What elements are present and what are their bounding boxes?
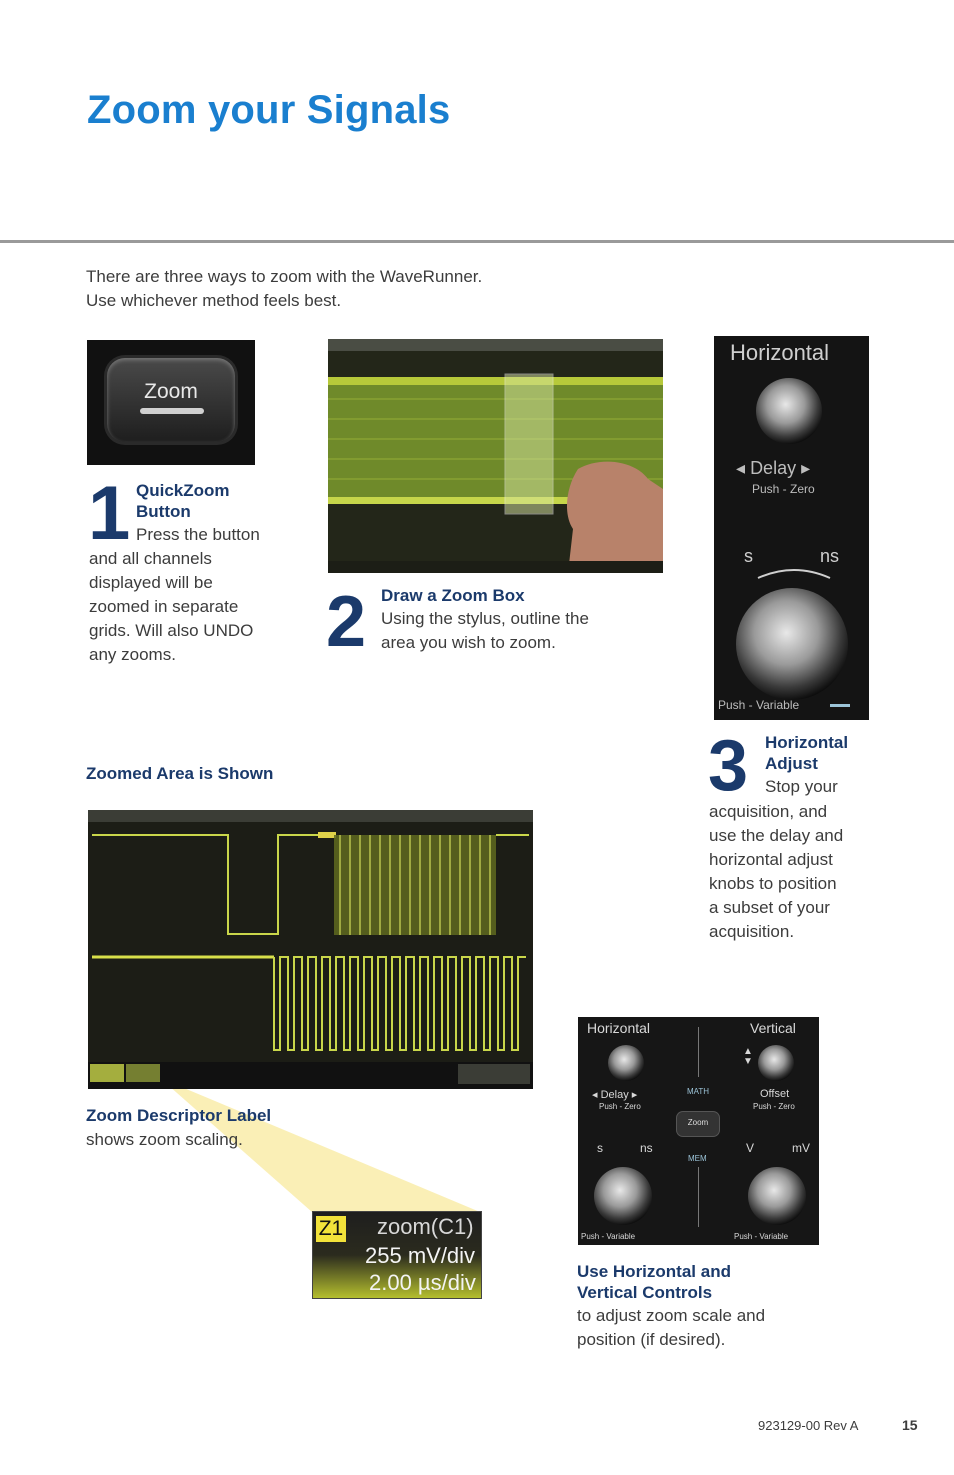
step-3-body-first: Stop your: [765, 777, 838, 796]
panel-s: s: [744, 546, 753, 566]
step-3-body-line: acquisition, and: [709, 802, 828, 821]
panel-push-zero: Push - Zero: [752, 482, 815, 496]
step-1-body-line: and all channels: [89, 549, 212, 568]
delay-knob[interactable]: [756, 378, 822, 444]
step-2-text: Draw a Zoom Box Using the stylus, outlin…: [381, 585, 651, 655]
step-3-body-line: horizontal adjust: [709, 850, 833, 869]
step-1-body-line: displayed will be: [89, 573, 213, 592]
ctrl-delay-label: ◂ Delay ▸: [592, 1088, 637, 1101]
step-1-number: 1: [88, 471, 130, 556]
panel-led: [830, 704, 850, 707]
step-1-body-line: grids. Will also UNDO: [89, 621, 254, 640]
controls-body-2: position (if desired).: [577, 1330, 726, 1349]
divider: [0, 240, 954, 243]
panel-ns: ns: [820, 546, 840, 566]
draw-zoom-box-screenshot: [328, 339, 663, 573]
descriptor-heading: Zoom Descriptor Label: [86, 1106, 272, 1125]
intro-line-2: Use whichever method feels best.: [86, 291, 342, 310]
intro-line-1: There are three ways to zoom with the Wa…: [86, 267, 483, 286]
ctrl-mv: mV: [792, 1141, 810, 1155]
zoom-button-led: [140, 408, 204, 414]
horizontal-panel-photo: Horizontal ◂ Delay ▸ Push - Zero s ns Pu…: [714, 336, 869, 720]
zoomed-scope-graphic: [88, 810, 533, 1089]
curve-arrow-icon: [757, 569, 831, 579]
step-1-body: and all channels displayed will be zoome…: [89, 547, 299, 667]
panel-delay-text: Delay: [750, 458, 797, 478]
controls-heading-2: Vertical Controls: [577, 1283, 713, 1302]
descriptor-text: Zoom Descriptor Label shows zoom scaling…: [86, 1105, 271, 1152]
step-3-body-line: acquisition.: [709, 922, 795, 941]
panel-horizontal-title: Horizontal: [730, 340, 830, 365]
zoom-hardware-button[interactable]: Zoom: [107, 358, 235, 442]
scope-screen-graphic: [328, 339, 663, 573]
ctrl-vertical: Vertical: [750, 1020, 796, 1036]
step-1-text: QuickZoom Button Press the button: [136, 480, 306, 547]
descriptor-tdiv: 2.00 µs/div: [369, 1270, 476, 1295]
step-3-body-line: a subset of your: [709, 898, 830, 917]
step-3-body-line: knobs to position: [709, 874, 837, 893]
ctrl-push-zero-right: Push - Zero: [753, 1102, 795, 1111]
ctrl-ns: ns: [640, 1141, 653, 1155]
page-number: 15: [902, 1417, 918, 1433]
arrow-right-icon: ▸: [801, 458, 811, 478]
ctrl-push-variable-right: Push - Variable: [734, 1232, 789, 1241]
ctrl-offset-label: Offset: [760, 1088, 790, 1100]
step-1-body-line: any zooms.: [89, 645, 176, 664]
descriptor-tag: Z1: [316, 1216, 346, 1242]
zoomed-area-heading: Zoomed Area is Shown: [86, 764, 274, 783]
zoom-button-label: Zoom: [144, 380, 198, 403]
ctrl-push-variable-left: Push - Variable: [581, 1232, 636, 1241]
step-2-body-2: area you wish to zoom.: [381, 633, 556, 652]
page-title: Zoom your Signals: [87, 88, 451, 132]
arrow-left-icon: ◂: [592, 1089, 598, 1101]
controls-text: Use Horizontal and Vertical Controls to …: [577, 1261, 837, 1352]
intro-text: There are three ways to zoom with the Wa…: [86, 265, 482, 313]
ctrl-updown-icon: ▲▼: [743, 1046, 753, 1067]
arrow-left-icon: ◂: [736, 458, 746, 478]
step-3-body: acquisition, and use the delay and horiz…: [709, 800, 909, 944]
ctrl-push-zero-left: Push - Zero: [599, 1102, 641, 1111]
ctrl-horizontal-knob[interactable]: [594, 1167, 652, 1225]
descriptor-body: shows zoom scaling.: [86, 1130, 243, 1149]
ctrl-separator-lower: [698, 1167, 699, 1227]
step-2-number: 2: [326, 582, 367, 662]
controls-heading-1: Use Horizontal and: [577, 1262, 731, 1281]
panel-push-variable: Push - Variable: [718, 698, 800, 712]
doc-number: 923129-00 Rev A: [758, 1418, 859, 1433]
ctrl-v: V: [746, 1141, 755, 1155]
descriptor-vdiv: 255 mV/div: [365, 1243, 476, 1268]
descriptor-name: zoom(C1): [377, 1214, 474, 1239]
ctrl-horizontal: Horizontal: [587, 1020, 651, 1036]
step-3-heading-1: Horizontal: [765, 733, 849, 752]
ctrl-mem: MEM: [688, 1154, 707, 1163]
ctrl-separator: [698, 1027, 699, 1077]
step-3-body-line: use the delay and: [709, 826, 844, 845]
zoom-descriptor-label: Z1 zoom(C1) 255 mV/div 2.00 µs/div: [312, 1211, 482, 1299]
step-1-body-first: Press the button: [136, 525, 260, 544]
step-3-text: Horizontal Adjust Stop your: [765, 732, 915, 799]
ctrl-delay-text: Delay: [600, 1089, 629, 1101]
step-3-number: 3: [708, 726, 749, 806]
ctrl-delay-knob[interactable]: [608, 1045, 644, 1081]
arrow-right-icon: ▸: [631, 1089, 638, 1101]
ctrl-zoom-label: Zoom: [687, 1118, 709, 1127]
step-2-heading: Draw a Zoom Box: [381, 586, 525, 605]
step-1-body-line: zoomed in separate: [89, 597, 239, 616]
step-3-heading-2: Adjust: [765, 754, 818, 773]
step-1-heading-2: Button: [136, 502, 191, 521]
controls-panel-photo: Horizontal Vertical ▲▼ ◂ Delay ▸ Offset …: [578, 1017, 819, 1245]
ctrl-zoom-button[interactable]: Zoom: [677, 1112, 719, 1136]
controls-body-1: to adjust zoom scale and: [577, 1306, 766, 1325]
delay-label: ◂ Delay ▸: [736, 458, 810, 479]
ctrl-s: s: [597, 1141, 603, 1155]
zoom-button-photo: Zoom: [87, 340, 255, 465]
ctrl-offset-knob[interactable]: [758, 1045, 794, 1081]
step-2-body-1: Using the stylus, outline the: [381, 609, 589, 628]
ctrl-math: MATH: [687, 1087, 710, 1096]
ctrl-vertical-knob[interactable]: [748, 1167, 806, 1225]
step-1-heading-1: QuickZoom: [136, 481, 230, 500]
horizontal-scale-knob[interactable]: [736, 588, 848, 700]
zoomed-area-screenshot: [88, 810, 533, 1089]
